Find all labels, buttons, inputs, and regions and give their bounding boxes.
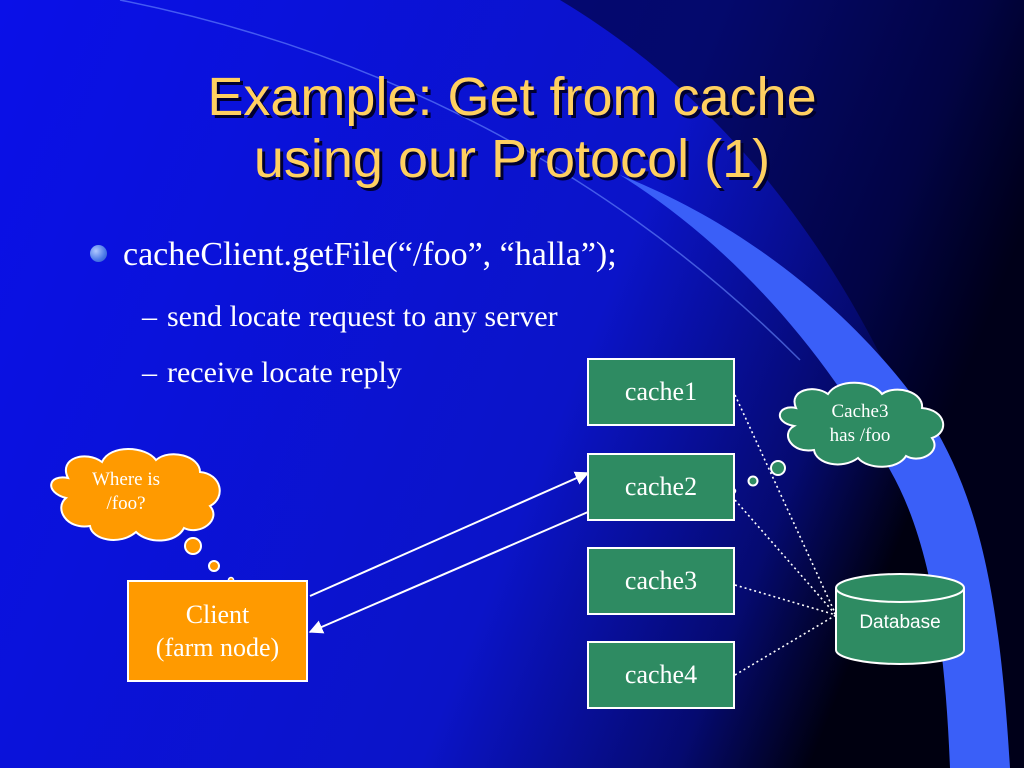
reply-arrow <box>308 511 589 634</box>
title-line-1: Example: Get from cache <box>207 67 817 127</box>
bullet-item: cacheClient.getFile(“/foo”, “halla”); <box>90 236 617 274</box>
title-line-2: using our Protocol (1) <box>253 129 771 189</box>
client-thought-line-2: /foo? <box>106 493 146 514</box>
client-thought-bubble-medium <box>208 560 220 572</box>
bullet-text: cacheClient.getFile(“/foo”, “halla”); <box>123 236 617 273</box>
client-node: Client (farm node) <box>127 580 308 682</box>
sub-bullet-text: receive locate reply <box>167 356 402 389</box>
client-thought-line-1: Where is <box>91 469 161 490</box>
cache-thought-cloud <box>779 381 945 468</box>
client-sublabel: (farm node) <box>155 633 280 662</box>
dash-icon: – <box>142 356 157 389</box>
cache-thought-text: Cache3 has /foo <box>800 400 920 448</box>
bullet-dot-icon <box>90 245 107 262</box>
dash-icon: – <box>142 300 157 333</box>
cache-thought-bubble-large <box>770 460 786 476</box>
link-cache2-database <box>734 499 837 616</box>
client-thought-bubble-large <box>184 537 202 555</box>
cache-thought-line-1: Cache3 <box>831 401 889 422</box>
sub-bullet-2: –receive locate reply <box>142 356 402 390</box>
swoosh-thin-line <box>119 0 801 361</box>
cache-thought-line-2: has /foo <box>829 425 891 446</box>
swoosh-light <box>620 175 1010 768</box>
database-links <box>734 394 837 676</box>
cache1-node: cache1 <box>587 358 735 426</box>
client-label: Client <box>185 600 250 629</box>
swoosh-dark <box>560 0 1024 768</box>
cache-thought-bubble-medium <box>747 475 759 487</box>
link-cache1-database <box>734 394 837 616</box>
cache2-node: cache2 <box>587 453 735 521</box>
database-icon <box>835 573 965 665</box>
database-label: Database <box>859 612 941 633</box>
sub-bullet-1: –send locate request to any server <box>142 300 558 334</box>
page-title: Example: Get from cache using our Protoc… <box>60 66 964 190</box>
cache3-node: cache3 <box>587 547 735 615</box>
sub-bullet-text: send locate request to any server <box>167 300 558 333</box>
client-thought-cloud <box>50 448 221 542</box>
client-thought-text: Where is /foo? <box>66 468 186 516</box>
cache4-node: cache4 <box>587 641 735 709</box>
request-arrow <box>309 471 590 597</box>
